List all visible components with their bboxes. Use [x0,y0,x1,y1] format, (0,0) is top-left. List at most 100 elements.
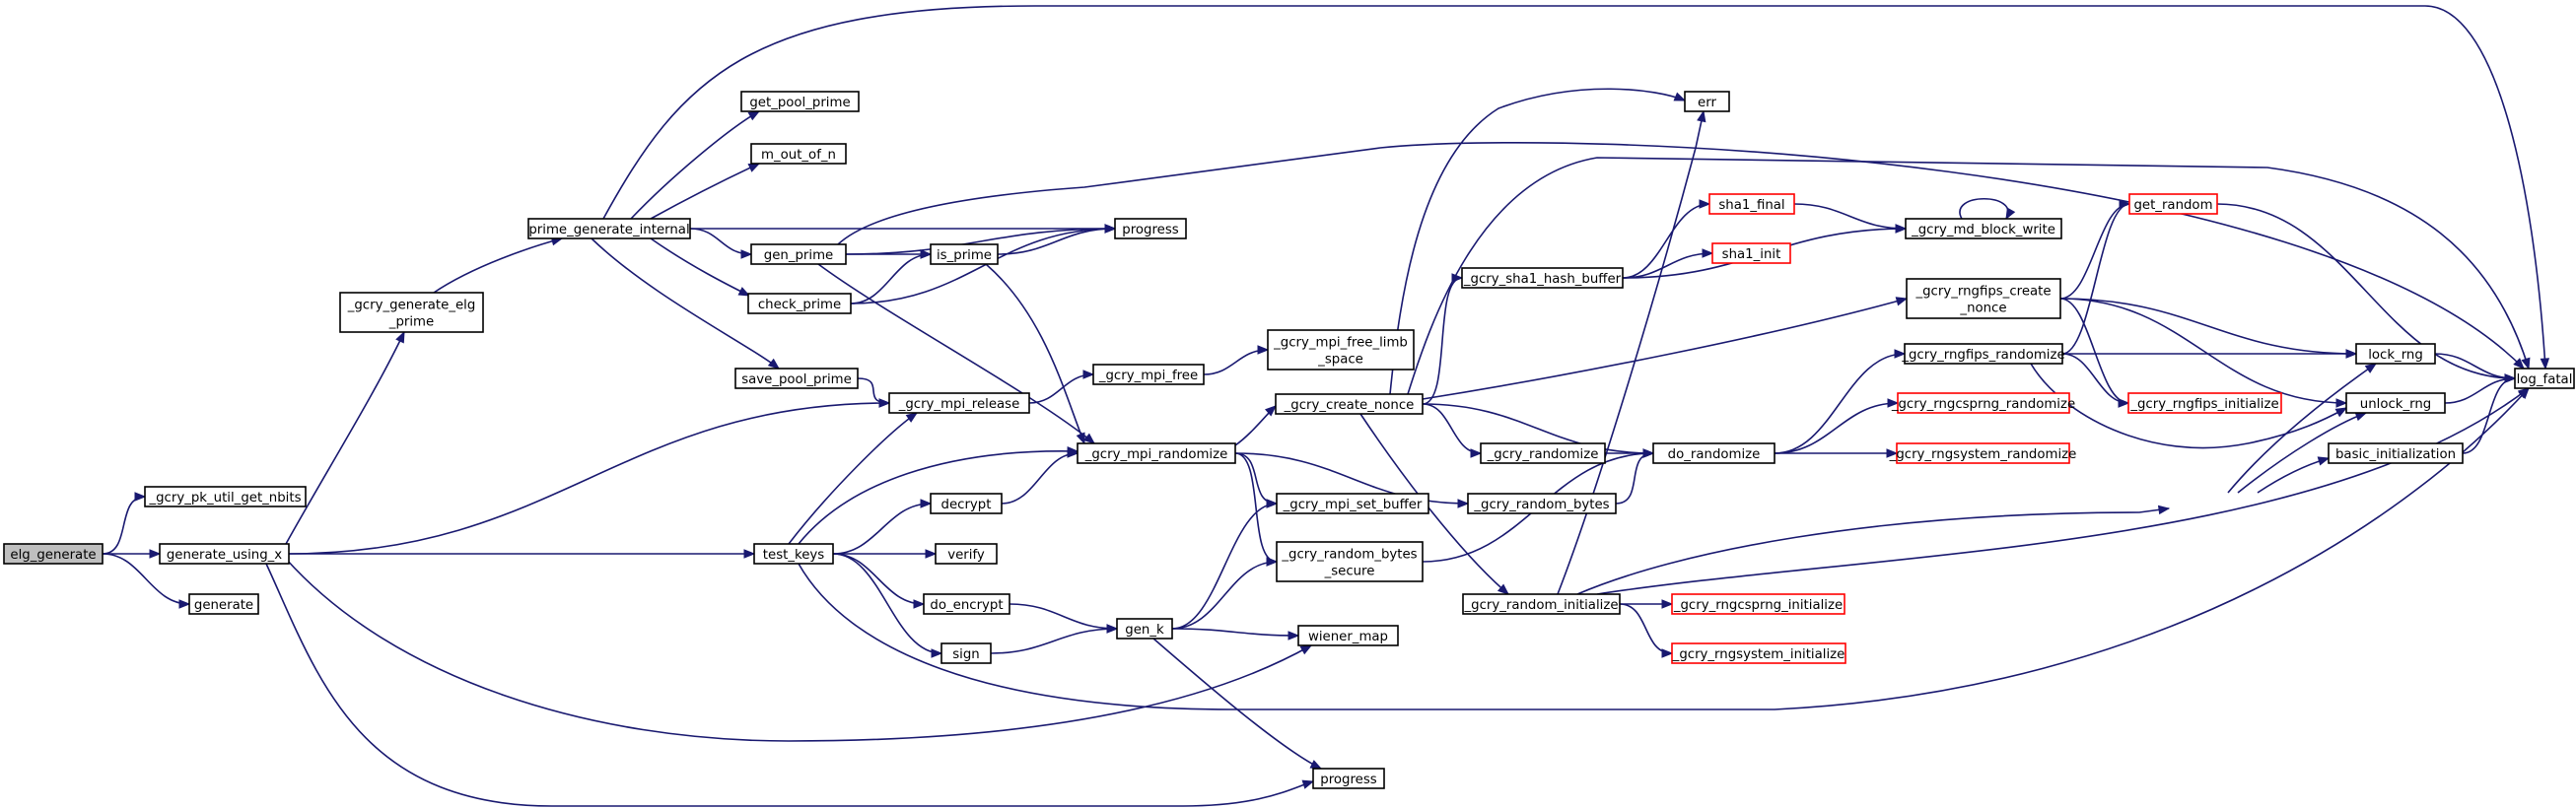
node-label: elg_generate [10,548,96,563]
node-_gcry_rngcsprng_randomize[interactable]: _gcry_rngcsprng_randomize [1891,392,2075,414]
node-gen_k[interactable]: gen_k [1116,618,1173,640]
node-m_out_of_n[interactable]: m_out_of_n [750,143,847,165]
node-_gcry_create_nonce[interactable]: _gcry_create_nonce [1275,393,1424,415]
node-label: decrypt [941,498,992,512]
node-check_prime[interactable]: check_prime [747,293,852,314]
edge-line [650,163,760,220]
node-_gcry_mpi_randomize[interactable]: _gcry_mpi_randomize [1077,442,1236,464]
node-save_pool_prime[interactable]: save_pool_prime [734,368,859,389]
node-sha1_final[interactable]: sha1_final [1708,193,1795,215]
arrowhead [740,249,753,259]
edge-line [990,628,1118,654]
node-do_encrypt[interactable]: do_encrypt [923,593,1010,615]
edge-line [2216,203,2516,379]
node-_gcry_md_block_write[interactable]: _gcry_md_block_write [1905,218,2062,239]
node-_gcry_mpi_free_limb_space[interactable]: _gcry_mpi_free_limb_space [1267,329,1415,371]
node-unlock_rng[interactable]: unlock_rng [2345,392,2446,414]
edge-line [1359,413,1509,595]
node-sha1_init[interactable]: sha1_init [1711,242,1791,264]
edge-line [1422,298,1908,400]
node-_gcry_randomize[interactable]: _gcry_randomize [1480,442,1606,464]
arrowhead [1470,448,1483,458]
edge-line [1407,157,2530,395]
node-label: basic_initialization [2335,447,2456,462]
node-label: progress [1320,773,1376,787]
node-_gcry_rngcsprng_initialize[interactable]: _gcry_rngcsprng_initialize [1671,593,1845,615]
arrowhead [2345,349,2358,359]
node-is_prime[interactable]: is_prime [930,243,999,265]
node-_gcry_random_initialize[interactable]: _gcry_random_initialize [1462,593,1621,615]
arrowhead [1076,432,1085,445]
node-sign[interactable]: sign [940,642,992,664]
node-_gcry_generate_elg_prime[interactable]: _gcry_generate_elg_prime [339,292,484,333]
edge-do_encrypt-to-gen_k [1009,603,1119,634]
arrowhead [878,398,891,408]
arrowhead [1673,92,1687,101]
node-label: is_prime [937,248,992,263]
node-generate[interactable]: generate [188,593,259,615]
edge-line [1001,452,1079,505]
node-_gcry_rngfips_randomize[interactable]: _gcry_rngfips_randomize [1901,343,2065,365]
edge-line [817,263,1095,444]
node-label: do_encrypt [930,598,1003,613]
node-box [1467,493,1617,514]
node-_gcry_mpi_free[interactable]: _gcry_mpi_free [1092,364,1205,385]
node-basic_initialization[interactable]: basic_initialization [2328,442,2464,464]
node-do_randomize[interactable]: do_randomize [1652,442,1775,464]
edge-line [2059,298,2347,404]
node-err[interactable]: err [1684,91,1730,112]
node-verify[interactable]: verify [935,543,998,565]
node-_gcry_sha1_hash_buffer[interactable]: _gcry_sha1_hash_buffer [1461,267,1624,289]
node-label: _gcry_rngfips_initialize [2129,397,2278,412]
node-get_pool_prime[interactable]: get_pool_prime [740,91,860,112]
arrowhead [743,549,756,559]
node-_gcry_mpi_set_buffer[interactable]: _gcry_mpi_set_buffer [1276,493,1429,514]
node-_gcry_random_bytes_secure[interactable]: _gcry_random_bytes_secure [1276,541,1424,582]
node-label: _gcry_rngfips_create [1915,285,2051,300]
node-box [1897,392,2070,414]
arrowhead [2521,357,2531,371]
arrowhead [1661,599,1674,609]
node-wiener_map[interactable]: wiener_map [1297,625,1399,646]
node-_gcry_rngsystem_initialize[interactable]: _gcry_rngsystem_initialize [1671,642,1846,664]
node-get_random[interactable]: get_random [2128,193,2218,215]
edge-line [798,450,1079,545]
node-_gcry_rngfips_initialize[interactable]: _gcry_rngfips_initialize [2127,392,2282,414]
edge-line [1959,197,2009,220]
node-box [1114,218,1187,239]
node-progress[interactable]: progress [1114,218,1187,239]
edge-_gcry_sha1_hash_buffer-to-sha1_final [1622,199,1711,279]
node-_gcry_random_bytes[interactable]: _gcry_random_bytes [1467,493,1617,514]
node-_gcry_mpi_release[interactable]: _gcry_mpi_release [888,392,1030,414]
node-label: _nonce [1959,302,2006,316]
node-prime_generate_internal[interactable]: prime_generate_internal [527,218,691,239]
node-box [2128,193,2218,215]
node-gen_prime[interactable]: gen_prime [750,243,847,265]
arrowhead [1699,199,1711,209]
node-progress_2[interactable]: progress [1312,768,1385,789]
arrowhead [767,358,781,370]
node-_gcry_rngfips_create_nonce[interactable]: _gcry_rngfips_create _nonce [1906,278,2061,319]
node-elg_generate[interactable]: elg_generate [3,543,104,565]
edge-gen_k-to-_gcry_mpi_set_buffer [1171,499,1279,630]
node-log_fatal[interactable]: log_fatal [2514,368,2575,389]
node-_gcry_pk_util_get_nbits[interactable]: _gcry_pk_util_get_nbits [144,486,307,507]
edge-gen_prime-to-log_fatal [837,141,2525,370]
node-box [1077,442,1236,464]
nodes-layer: elg_generate _gcry_pk_util_get_nbitsgener… [3,91,2575,789]
node-box [750,243,847,265]
node-lock_rng[interactable]: lock_rng [2355,343,2436,365]
edge-line [788,412,918,545]
edge-line [285,331,405,545]
edge-_gcry_mpi_randomize-to-_gcry_create_nonce [1234,405,1278,446]
node-generate_using_x[interactable]: generate_using_x [159,543,290,565]
node-decrypt[interactable]: decrypt [930,493,1003,514]
edge-_gcry_random_initialize-to-_gcry_rngcsprng_initialize [1620,599,1674,609]
edge-_gcry_mpi_randomize-to-_gcry_random_bytes [1234,452,1470,508]
node-box [159,543,290,565]
node-test_keys[interactable]: test_keys [753,543,834,565]
node-box [1896,442,2070,464]
arrowhead [1886,448,1899,458]
node-box [747,293,852,314]
node-_gcry_rngsystem_randomize[interactable]: _gcry_rngsystem_randomize [1889,442,2077,464]
